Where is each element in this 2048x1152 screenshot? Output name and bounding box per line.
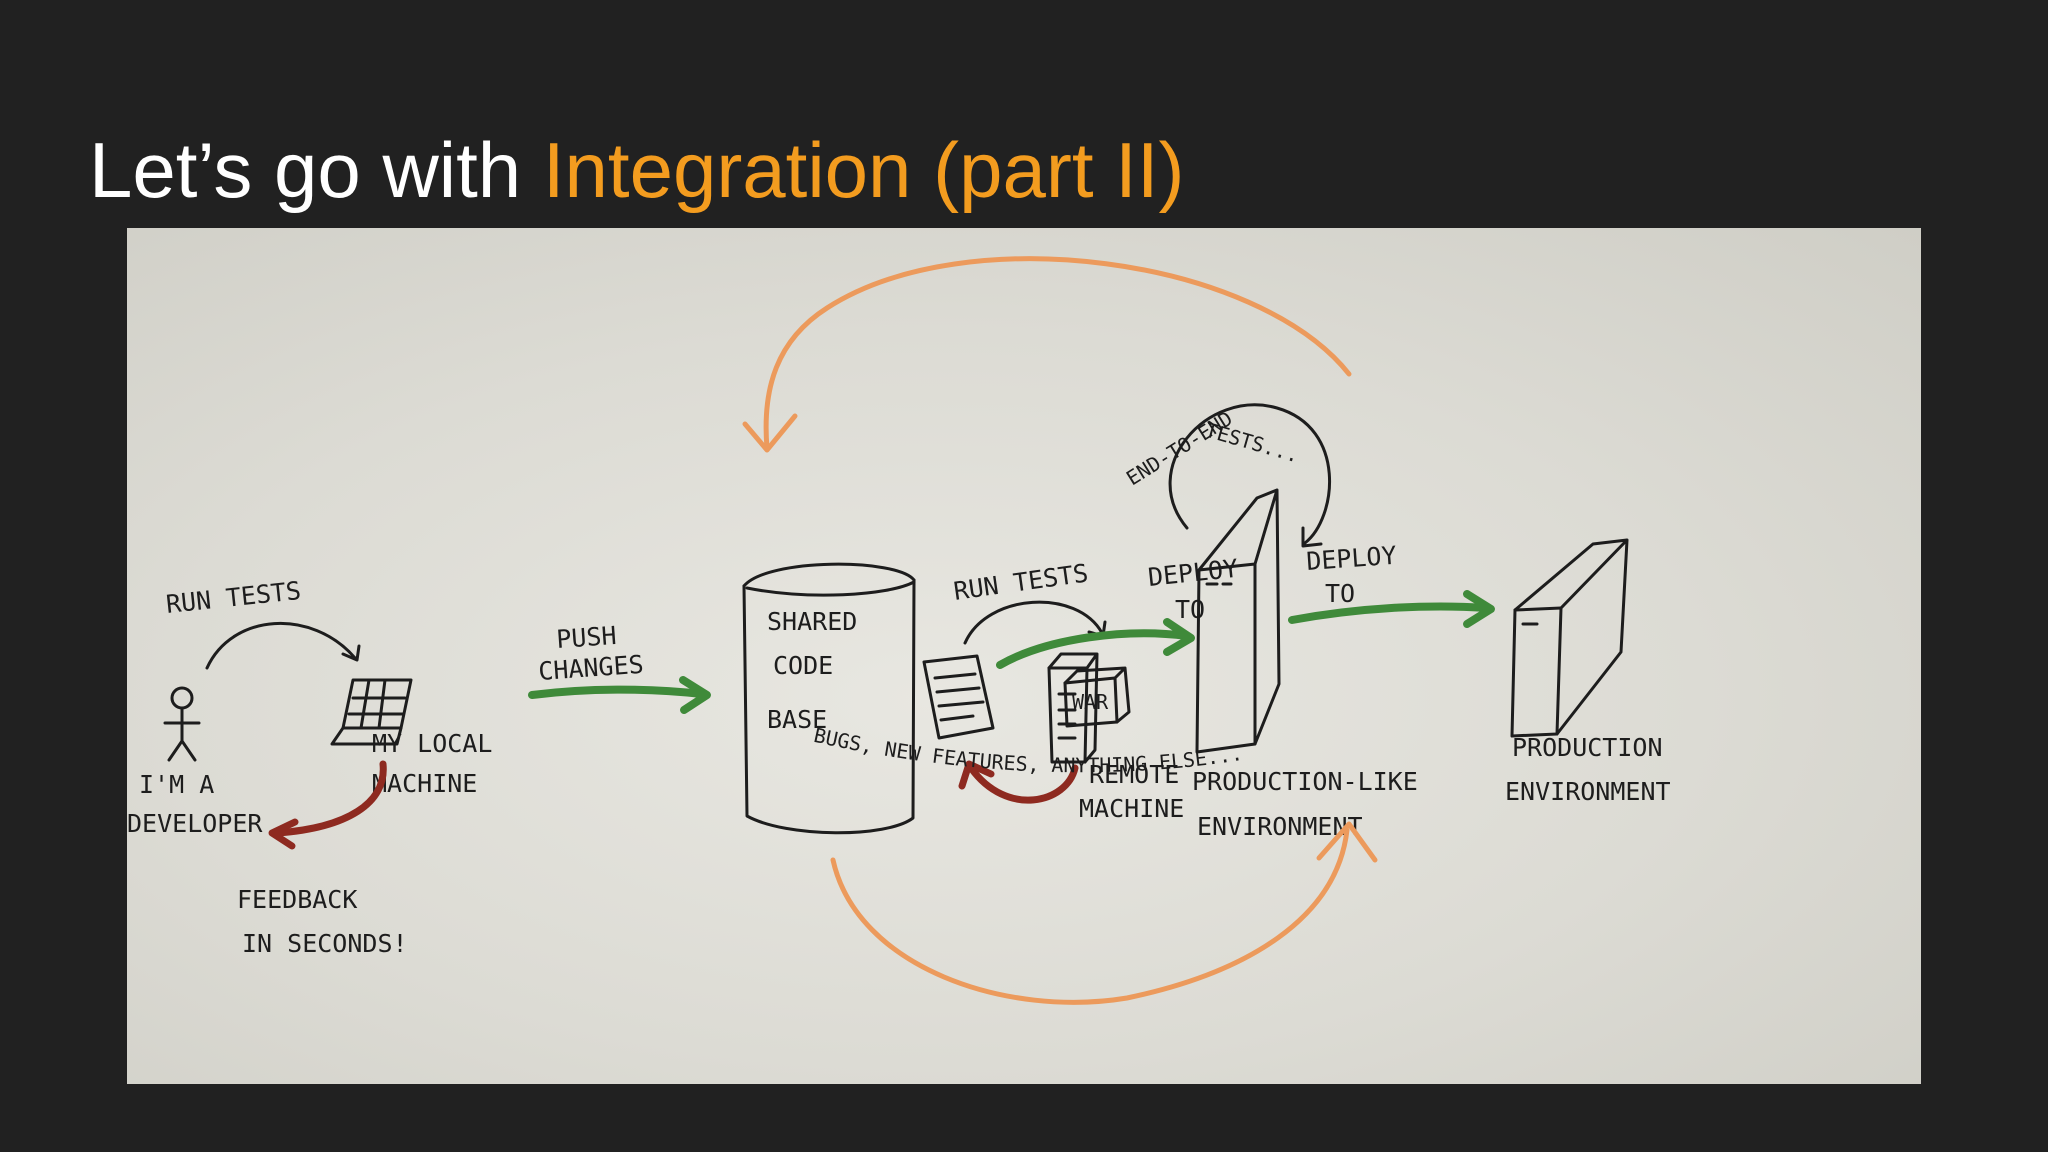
prod-like-label-1: PRODUCTION-LIKE — [1192, 767, 1418, 796]
push-changes-label-2: CHANGES — [537, 650, 644, 686]
deploy-to-2-arrow — [1288, 590, 1495, 628]
push-changes-label-1: PUSH — [555, 621, 617, 654]
shared-code-base-label-3: BASE — [767, 705, 827, 734]
integration-diagram: I'M A DEVELOPER RUN TESTS MY LOCAL MACHI… — [127, 256, 1671, 1005]
developer-label-2: DEVELOPER — [127, 809, 263, 838]
e2e-tests-arrow — [1168, 403, 1332, 548]
deploy-to-1-label-2: TO — [1175, 595, 1205, 624]
title-accent: Integration (part II) — [542, 126, 1185, 214]
shared-code-base-cylinder — [742, 562, 916, 835]
orange-loop-bottom — [830, 821, 1378, 1005]
war-label: WAR — [1072, 690, 1109, 714]
production-label-2: ENVIRONMENT — [1505, 777, 1671, 806]
slide-title: Let’s go with Integration (part II) — [89, 122, 1184, 218]
run-tests-remote-label: RUN TESTS — [952, 558, 1090, 606]
deploy-to-1-arrow — [996, 618, 1195, 669]
deploy-to-2-label-1: DEPLOY — [1305, 541, 1397, 576]
shared-code-base-label-1: SHARED — [767, 607, 857, 636]
prod-like-server-icon — [1195, 488, 1281, 754]
bugs-loop-label: BUGS, NEW FEATURES, ANYTHING ELSE... — [812, 723, 1245, 777]
push-changes-arrow — [528, 676, 711, 714]
feedback-arrow — [268, 760, 387, 850]
local-machine-label-2: MACHINE — [372, 769, 477, 798]
title-plain: Let’s go with — [89, 126, 543, 214]
run-tests-local-arrow — [205, 621, 361, 670]
feedback-label-1: FEEDBACK — [237, 885, 357, 914]
document-icon — [922, 654, 995, 740]
e2e-tests-label-2: TESTS... — [1203, 418, 1302, 468]
remote-feedback-arrow — [958, 760, 1079, 804]
deploy-to-2-label-2: TO — [1325, 579, 1355, 608]
production-server-icon — [1510, 538, 1629, 738]
local-machine-label-1: MY LOCAL — [372, 729, 492, 758]
production-label-1: PRODUCTION — [1512, 733, 1663, 762]
developer-label-1: I'M A — [139, 770, 214, 799]
orange-loop-top — [742, 256, 1352, 453]
deploy-to-1-label-1: DEPLOY — [1147, 554, 1240, 592]
remote-machine-label-2: MACHINE — [1079, 794, 1184, 823]
war-package-icon — [1063, 666, 1131, 728]
remote-machine-label-1: REMOTE — [1089, 760, 1179, 789]
laptop-icon — [330, 678, 413, 746]
developer-stick-figure — [163, 686, 201, 762]
whiteboard-photo: I'M A DEVELOPER RUN TESTS MY LOCAL MACHI… — [127, 228, 1921, 1084]
shared-code-base-label-2: CODE — [773, 651, 833, 680]
feedback-label-2: IN SECONDS! — [242, 929, 408, 958]
run-tests-local-label: RUN TESTS — [165, 576, 303, 619]
